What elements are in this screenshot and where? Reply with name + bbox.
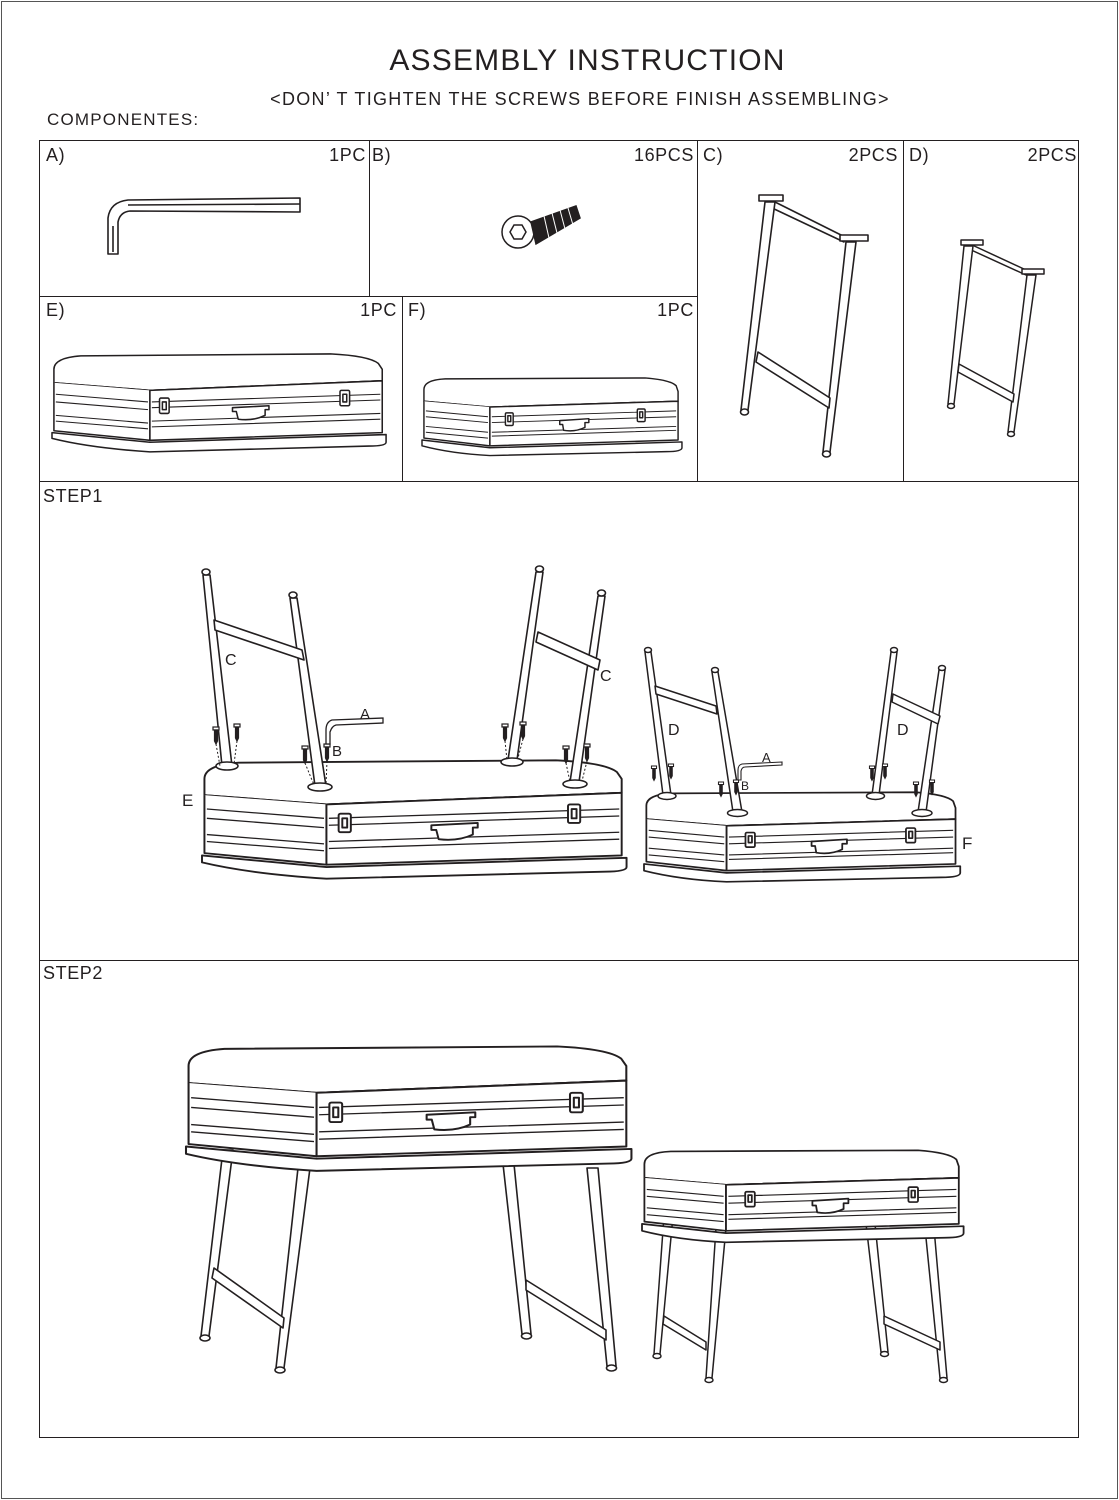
grid-divider (369, 140, 370, 297)
component-f-qty: 1PC (657, 300, 694, 320)
callout-c-right: C (600, 668, 612, 685)
components-heading: COMPONENTES: (47, 110, 200, 129)
step1-label: STEP1 (43, 486, 104, 506)
component-e-label: E) (46, 300, 66, 320)
grid-divider (39, 481, 1079, 482)
large-leg-frame-icon (739, 194, 869, 458)
callout-e: E (182, 791, 193, 810)
step1-large-top (201, 759, 628, 880)
large-suitcase-top-icon (51, 353, 387, 453)
step1-large-assembly: A B C C E (182, 565, 628, 880)
callout-b-small: B (741, 779, 749, 793)
step2-large-table (184, 1045, 633, 1374)
component-b-label: B) (372, 145, 392, 165)
component-c-label: C) (703, 145, 724, 165)
grid-divider (39, 960, 1079, 961)
grid-divider (903, 140, 904, 481)
screw-icon (501, 205, 581, 249)
page-title: ASSEMBLY INSTRUCTION (389, 44, 786, 77)
step2-small-table (641, 1149, 965, 1384)
grid-divider (697, 140, 698, 481)
small-suitcase-top-icon (421, 377, 683, 457)
component-b-qty: 16PCS (633, 145, 694, 165)
component-a-label: A) (46, 145, 66, 165)
step1-small-top (643, 791, 962, 883)
component-d-qty: 2PCS (1027, 145, 1077, 165)
callout-f: F (962, 834, 972, 853)
callout-c-left: C (225, 652, 237, 669)
step1-small-assembly: A B D D F (643, 646, 972, 883)
allen-key-icon (107, 197, 301, 255)
component-d-label: D) (909, 145, 930, 165)
callout-a-small: A (762, 750, 771, 765)
grid-divider (402, 296, 403, 481)
step2-label: STEP2 (43, 963, 104, 983)
callout-b: B (332, 743, 342, 760)
callout-d-left: D (668, 722, 680, 739)
component-f-label: F) (408, 300, 427, 320)
instruction-grid (39, 140, 1079, 1438)
small-leg-frame-icon (946, 239, 1045, 438)
component-c-qty: 2PCS (848, 145, 898, 165)
grid-divider (39, 296, 697, 297)
callout-d-right: D (897, 722, 909, 739)
component-e-qty: 1PC (360, 300, 397, 320)
callout-a: A (360, 706, 370, 723)
warning-subtitle: <DON’ T TIGHTEN THE SCREWS BEFORE FINISH… (270, 89, 890, 109)
component-a-qty: 1PC (329, 145, 366, 165)
